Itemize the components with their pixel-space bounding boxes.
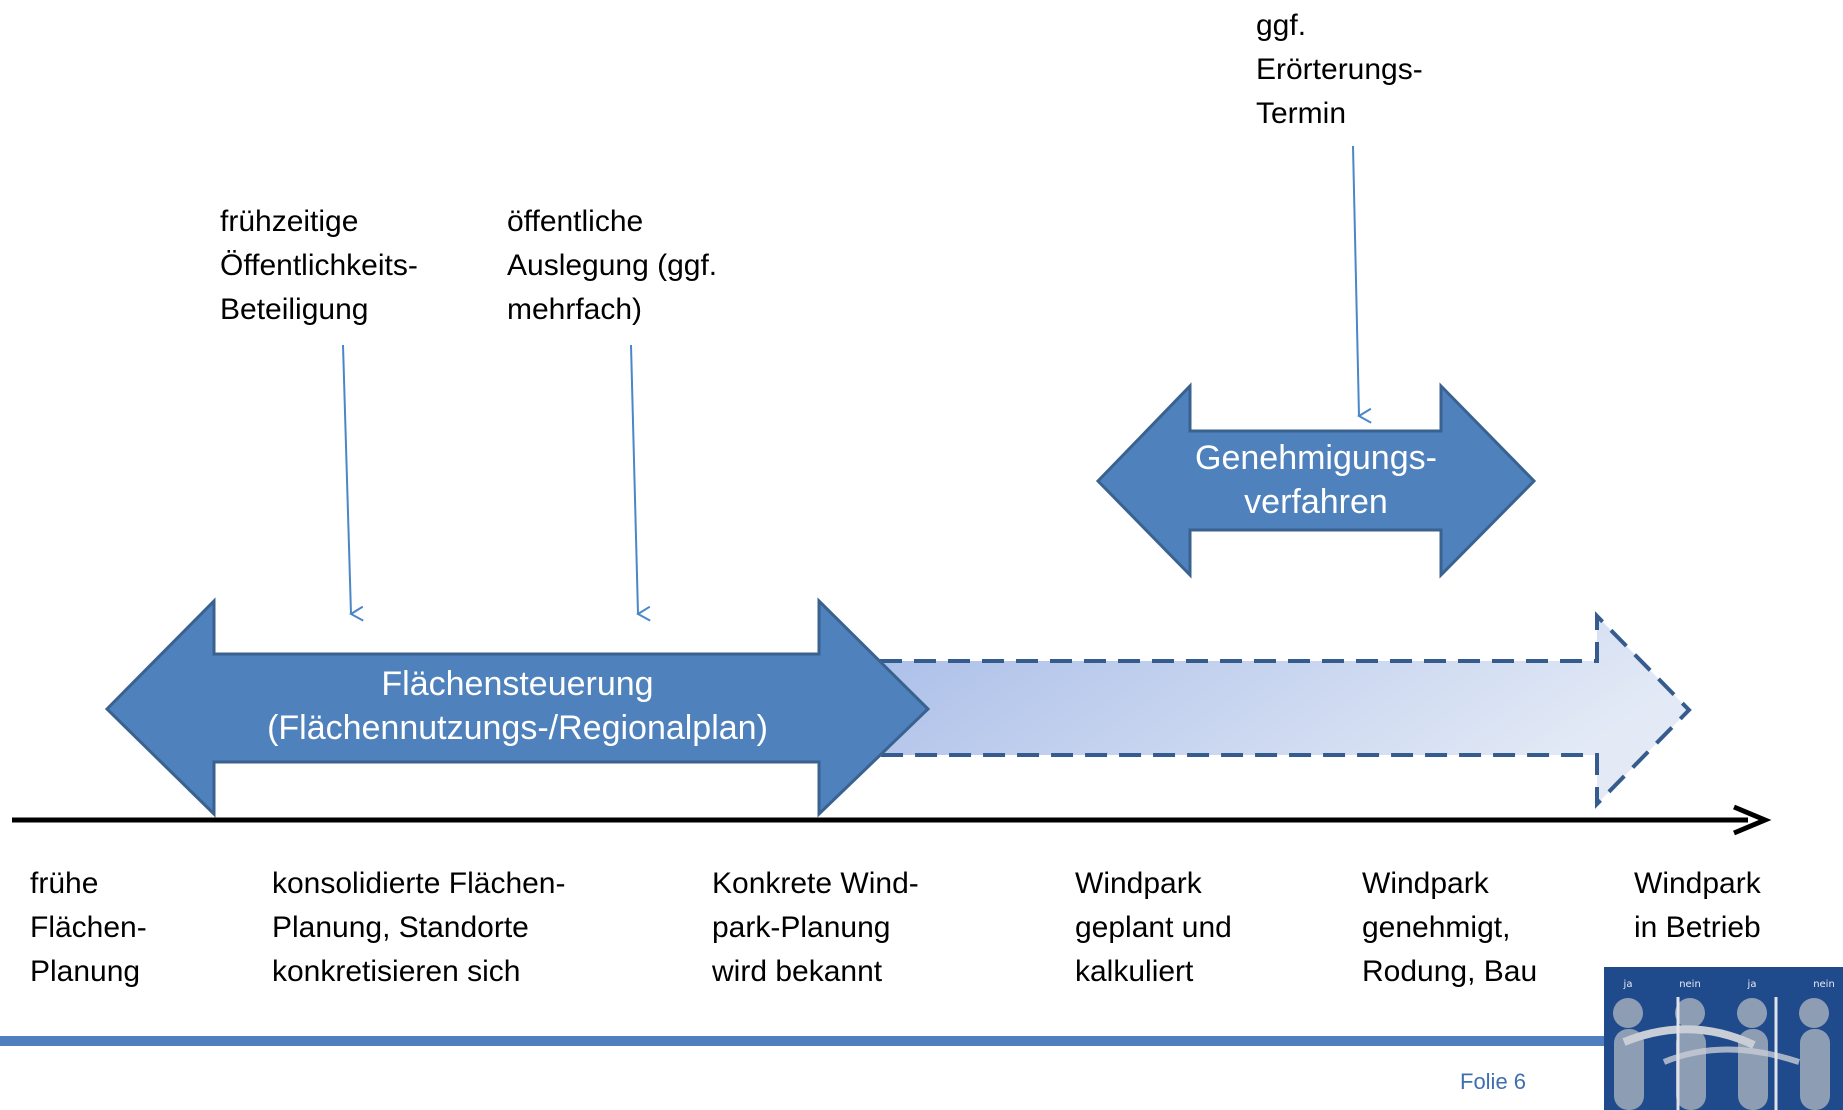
slide-number: Folie 6 xyxy=(1460,1069,1527,1094)
logo-label-nein-1: nein xyxy=(1679,979,1701,990)
genehmigung-arrow xyxy=(1095,382,1537,579)
genehmigung-label: Genehmigungs- verfahren xyxy=(1195,439,1437,521)
connector-auslegung xyxy=(630,344,651,622)
stage-6: Windpark in Betrieb xyxy=(1634,867,1761,944)
timeline-arrowhead xyxy=(1733,804,1772,836)
stage-5: Windpark genehmigt, Rodung, Bau xyxy=(1362,867,1538,988)
annotation-fruehzeitige-beteiligung: frühzeitige Öffentlichkeits- Beteiligung xyxy=(220,205,418,326)
footer-bar xyxy=(0,1036,1608,1046)
stage-3: Konkrete Wind- park-Planung wird bekannt xyxy=(712,867,919,988)
voting-logo: ja nein ja nein xyxy=(1604,967,1843,1110)
connector-fruehzeitige xyxy=(342,344,364,622)
stage-2: konsolidierte Flächen- Planung, Standort… xyxy=(272,867,566,988)
stage-1: frühe Flächen- Planung xyxy=(30,867,147,988)
stage-4: Windpark geplant und kalkuliert xyxy=(1075,867,1232,988)
dashed-continuation-arrow xyxy=(878,611,1692,809)
flaechensteuerung-arrow xyxy=(104,597,931,818)
annotation-oeffentliche-auslegung: öffentliche Auslegung (ggf. mehrfach) xyxy=(507,205,718,326)
logo-label-nein-2: nein xyxy=(1813,979,1835,990)
logo-label-ja-1: ja xyxy=(1623,979,1633,990)
flaechensteuerung-label: Flächensteuerung (Flächennutzungs-/Regio… xyxy=(267,665,768,747)
annotation-eroerterungstermin: ggf. Erörterungs- Termin xyxy=(1256,9,1423,130)
logo-label-ja-2: ja xyxy=(1747,979,1757,990)
connector-eroerterung xyxy=(1352,145,1372,424)
